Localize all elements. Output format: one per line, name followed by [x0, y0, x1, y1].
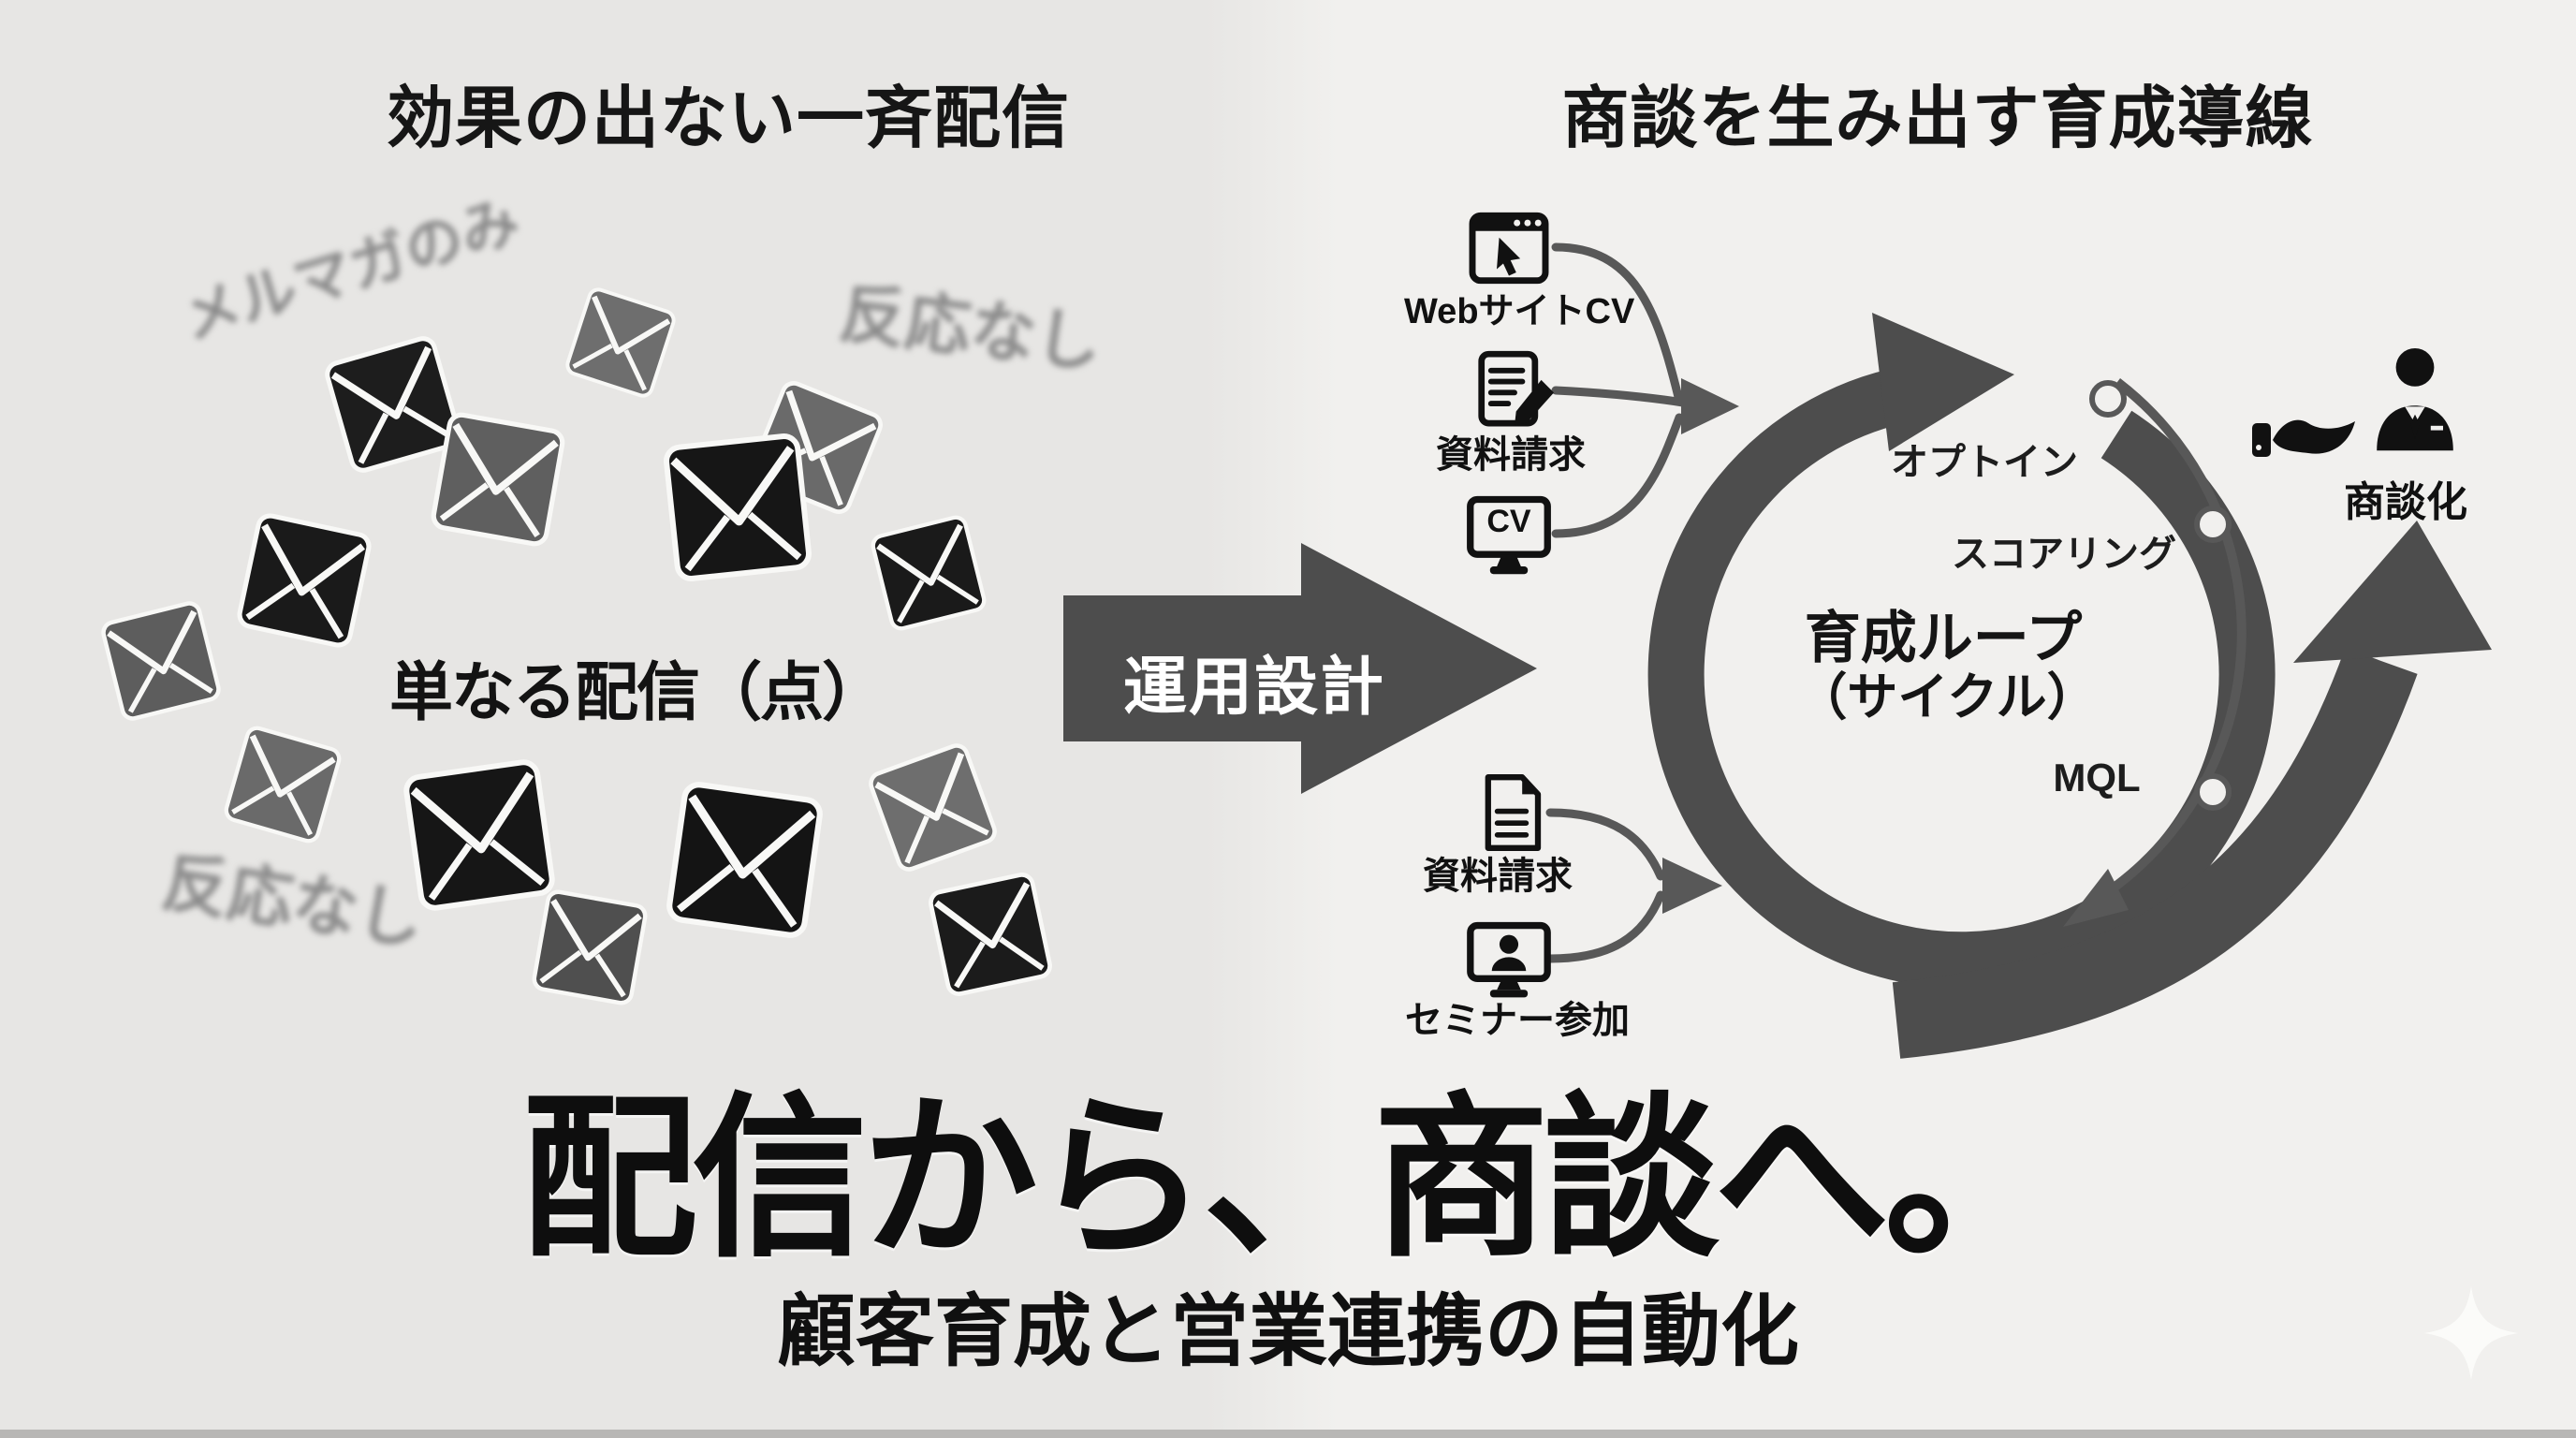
- stage-node: [2089, 380, 2127, 418]
- envelope-icon: [101, 601, 221, 721]
- stage-node: [2194, 773, 2232, 811]
- envelope-scatter: [0, 0, 1264, 1077]
- offer-hand-icon: [2252, 419, 2355, 457]
- transition-arrow-label: 運用設計: [1122, 652, 1385, 723]
- stage-node: [2194, 506, 2232, 543]
- stage-label-optin: オプトイン: [1891, 442, 2078, 483]
- document-icon: [1485, 774, 1542, 851]
- source-label-docrequest-bottom: 資料請求: [1423, 856, 1573, 897]
- outcome-label: 商談化: [2344, 479, 2467, 525]
- envelope-icon: [403, 759, 555, 911]
- left-panel-title: 効果の出ない一斉配信: [386, 81, 1070, 156]
- connector-top-arrowhead: [1681, 378, 1739, 434]
- stage-label-mql: MQL: [2053, 756, 2141, 800]
- bottom-edge-strip: [0, 1430, 2576, 1438]
- ring-arrowhead: [1872, 313, 2014, 451]
- stage-label-scoring: スコアリング: [1952, 534, 2176, 575]
- envelope-icon: [224, 726, 342, 844]
- right-panel-title: 商談を生み出す育成導線: [1561, 81, 2314, 156]
- source-label-seminar: セミナー参加: [1405, 1000, 1630, 1041]
- envelope-icon: [532, 889, 648, 1005]
- envelope-icon: [431, 412, 565, 547]
- businessman-icon: [2377, 348, 2453, 451]
- envelope-icon: [237, 513, 372, 648]
- stage-arc-arrowhead: [2063, 869, 2129, 927]
- connector-seminar: [1545, 890, 1665, 963]
- envelope-icon: [929, 873, 1052, 996]
- envelope-icon: [871, 515, 987, 631]
- connector-docrequest-top: [1551, 386, 1688, 407]
- monitor-cv-text: CV: [1486, 504, 1531, 539]
- swoosh-arrowhead: [2293, 521, 2492, 663]
- envelope-icon: [565, 287, 676, 398]
- footer-headline: 配信から、商談へ。: [521, 1080, 2060, 1277]
- sparkle-icon: [2424, 1286, 2518, 1380]
- monitor-cv-icon: [1467, 495, 1551, 575]
- loop-title-line1: 育成ループ: [1804, 607, 2083, 669]
- source-label-docrequest-top: 資料請求: [1436, 434, 1586, 476]
- envelope-icon: [325, 336, 461, 473]
- source-label-websitecv: WebサイトCV: [1404, 292, 1635, 331]
- loop-title-line2: （サイクル）: [1796, 669, 2098, 726]
- envelope-icon: [868, 742, 997, 872]
- connector-bottom-arrowhead: [1662, 858, 1722, 914]
- scatter-caption: 単なる配信（点）: [388, 657, 886, 728]
- envelope-icon: [664, 433, 812, 581]
- envelope-icon: [666, 781, 823, 938]
- document-pencil-icon: [1478, 350, 1554, 427]
- browser-cursor-icon: [1469, 212, 1549, 285]
- footer-subheadline: 顧客育成と営業連携の自動化: [776, 1287, 1799, 1375]
- monitor-person-icon: [1467, 921, 1551, 998]
